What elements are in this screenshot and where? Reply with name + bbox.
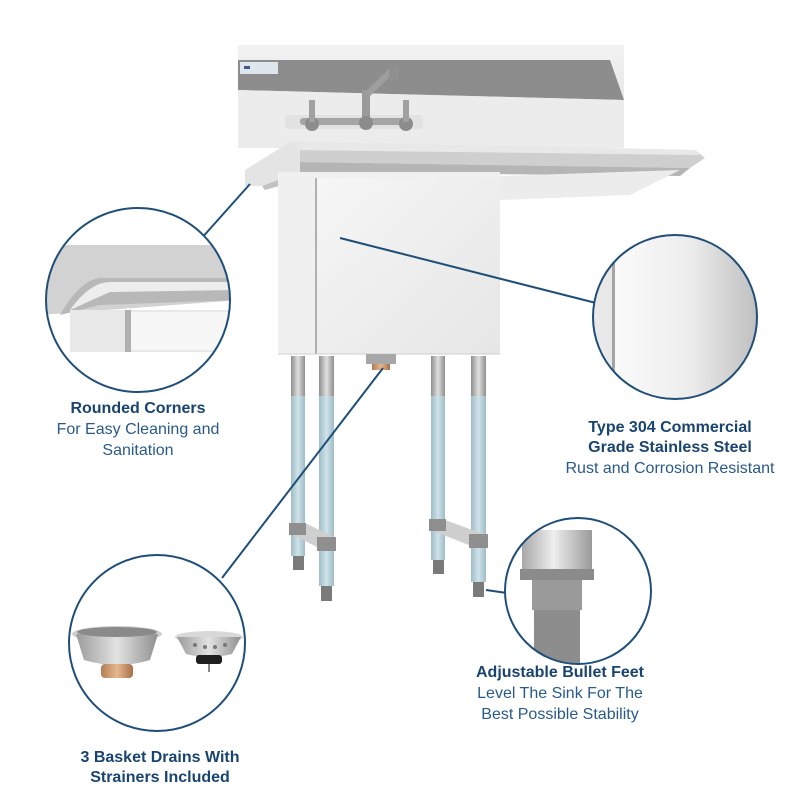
drain-outlet bbox=[366, 354, 396, 370]
basket-drains-detail bbox=[68, 554, 246, 732]
caption-line: Best Possible Stability bbox=[481, 706, 639, 723]
basket-drain-icon bbox=[72, 626, 162, 678]
caption-line: Rust and Corrosion Resistant bbox=[565, 460, 775, 477]
caption-line: For Easy Cleaning and bbox=[56, 421, 220, 438]
caption-title: Type 304 Commercial bbox=[588, 419, 752, 436]
caption-title: 3 Basket Drains With bbox=[80, 749, 240, 766]
sink-bowl bbox=[278, 172, 500, 355]
caption-title: Adjustable Bullet Feet bbox=[475, 664, 645, 681]
stainless-steel-detail bbox=[592, 234, 758, 400]
caption-rounded-corners: Rounded Corners For Easy Cleaning and Sa… bbox=[18, 399, 258, 461]
bullet-foot-icon bbox=[505, 518, 651, 664]
caption-basket-drains: 3 Basket Drains With Strainers Included bbox=[40, 748, 280, 788]
caption-stainless-steel: Type 304 Commercial Grade Stainless Stee… bbox=[540, 418, 800, 479]
caption-bullet-feet: Adjustable Bullet Feet Level The Sink Fo… bbox=[440, 663, 680, 725]
backsplash bbox=[238, 45, 624, 148]
caption-line: Sanitation bbox=[102, 442, 174, 459]
caption-title: Strainers Included bbox=[90, 769, 230, 786]
legs bbox=[289, 356, 488, 601]
strainer-icon bbox=[175, 631, 243, 672]
callout-lines bbox=[199, 183, 597, 594]
caption-line: Level The Sink For The bbox=[477, 685, 643, 702]
bullet-foot-detail bbox=[504, 517, 652, 665]
rounded-corner-detail bbox=[45, 207, 231, 393]
caption-title: Rounded Corners bbox=[70, 400, 206, 417]
faucet-icon bbox=[285, 66, 423, 131]
caption-title: Grade Stainless Steel bbox=[588, 439, 752, 456]
